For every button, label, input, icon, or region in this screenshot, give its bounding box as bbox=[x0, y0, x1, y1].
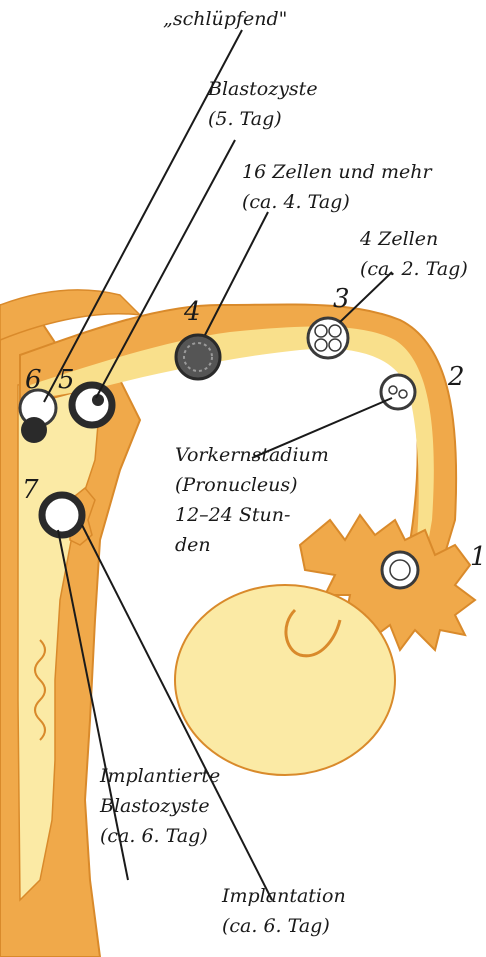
hatching-embryo bbox=[21, 417, 47, 443]
label-implanted-day: (ca. 6. Tag) bbox=[100, 825, 208, 847]
stage-number-6: 6 bbox=[25, 365, 42, 395]
label-implanted-title: Implantierte bbox=[99, 765, 220, 787]
label-pronucleus-sub: (Pronucleus) bbox=[175, 474, 298, 496]
label-four-cells-day: (ca. 2. Tag) bbox=[360, 258, 468, 280]
label-pronucleus-title: Vorkernstadium bbox=[175, 444, 329, 466]
ovary bbox=[175, 585, 395, 775]
stage-number-4: 4 bbox=[183, 297, 201, 327]
implanted-blastocyst-stage-7 bbox=[42, 495, 82, 535]
morula-stage-4 bbox=[176, 335, 220, 379]
blastocyst-stage-5 bbox=[72, 385, 112, 425]
label-blastocyst-day: (5. Tag) bbox=[208, 108, 282, 130]
label-pronucleus-hours-cont: den bbox=[175, 534, 211, 556]
label-morula-title: 16 Zellen und mehr bbox=[242, 161, 434, 183]
label-implanted-sub: Blastozyste bbox=[99, 795, 210, 817]
stage-number-7: 7 bbox=[22, 475, 39, 505]
zygote-stage-2 bbox=[381, 375, 415, 409]
four-cell-stage-3 bbox=[308, 318, 348, 358]
stage-number-5: 5 bbox=[58, 365, 75, 395]
stage-number-1: 1 bbox=[470, 542, 486, 572]
stage-number-3: 3 bbox=[333, 284, 350, 314]
label-implantation-day: (ca. 6. Tag) bbox=[222, 915, 330, 937]
label-blastocyst-title: Blastozyste bbox=[207, 78, 318, 100]
oocyte-stage-1 bbox=[382, 552, 418, 588]
label-morula-day: (ca. 4. Tag) bbox=[242, 191, 350, 213]
label-hatching: „schlüpfend" bbox=[163, 8, 287, 30]
label-implantation-title: Implantation bbox=[221, 885, 346, 907]
label-four-cells-title: 4 Zellen bbox=[359, 228, 438, 250]
stage-number-2: 2 bbox=[447, 362, 465, 392]
label-pronucleus-hours: 12–24 Stun- bbox=[175, 504, 290, 526]
